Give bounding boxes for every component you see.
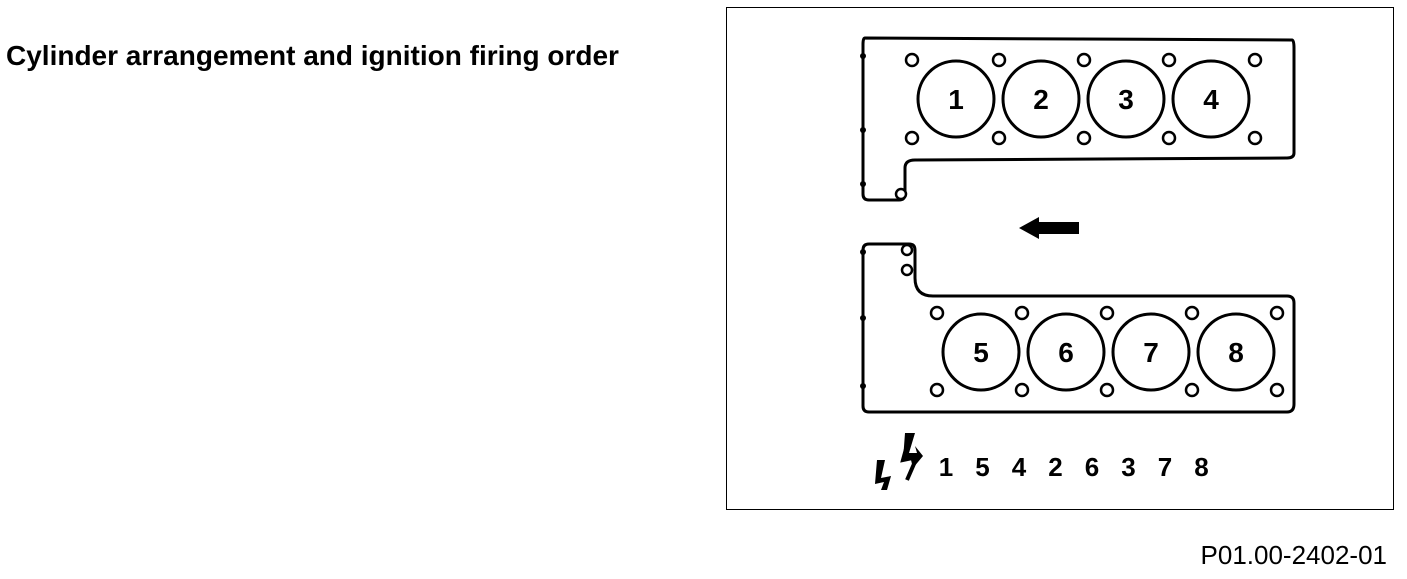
ignition-bolt-extra <box>900 437 921 481</box>
firing-order-digit: 8 <box>1194 452 1208 482</box>
firing-order-digit: 3 <box>1121 452 1135 482</box>
lower-cylinder-6 <box>1026 312 1106 392</box>
page-title: Cylinder arrangement and ignition firing… <box>6 40 619 71</box>
edge-marks <box>860 53 866 389</box>
firing-order-digit: 2 <box>1048 452 1062 482</box>
lower-cylinder-5 <box>941 312 1021 392</box>
firing-order-digit: 7 <box>1158 452 1172 482</box>
firing-order-digit: 5 <box>975 452 989 482</box>
cylinder-label: 2 <box>1033 84 1049 115</box>
cylinder-label: 6 <box>1058 337 1074 368</box>
lower-bolt-holes <box>900 243 1285 398</box>
upper-cylinder-2 <box>1001 59 1081 139</box>
firing-order-digit: 6 <box>1085 452 1099 482</box>
cylinder-label: 1 <box>948 84 964 115</box>
cylinder-label: 8 <box>1228 337 1244 368</box>
figure-reference: P01.00-2402-01 <box>1200 540 1387 570</box>
cylinder-label: 7 <box>1143 337 1159 368</box>
upper-cylinder-1 <box>916 59 996 139</box>
cylinder-label: 4 <box>1203 84 1219 115</box>
lower-cylinder-7 <box>1111 312 1191 392</box>
lower-gasket-outline <box>861 242 1296 414</box>
upper-bank: 1 2 3 4 <box>916 59 1251 139</box>
upper-cylinder-3 <box>1086 59 1166 139</box>
cylinder-label: 5 <box>973 337 989 368</box>
upper-bolt-holes <box>894 52 1263 201</box>
lower-bank: 5 6 7 8 <box>941 312 1276 392</box>
upper-cylinder-4 <box>1171 59 1251 139</box>
firing-order-digit: 4 <box>1012 452 1027 482</box>
lower-cylinder-8 <box>1196 312 1276 392</box>
upper-gasket-outline <box>861 36 1296 202</box>
cylinder-label: 3 <box>1118 84 1134 115</box>
firing-order-digit: 1 <box>939 452 953 482</box>
left-arrow-icon <box>1019 217 1079 239</box>
